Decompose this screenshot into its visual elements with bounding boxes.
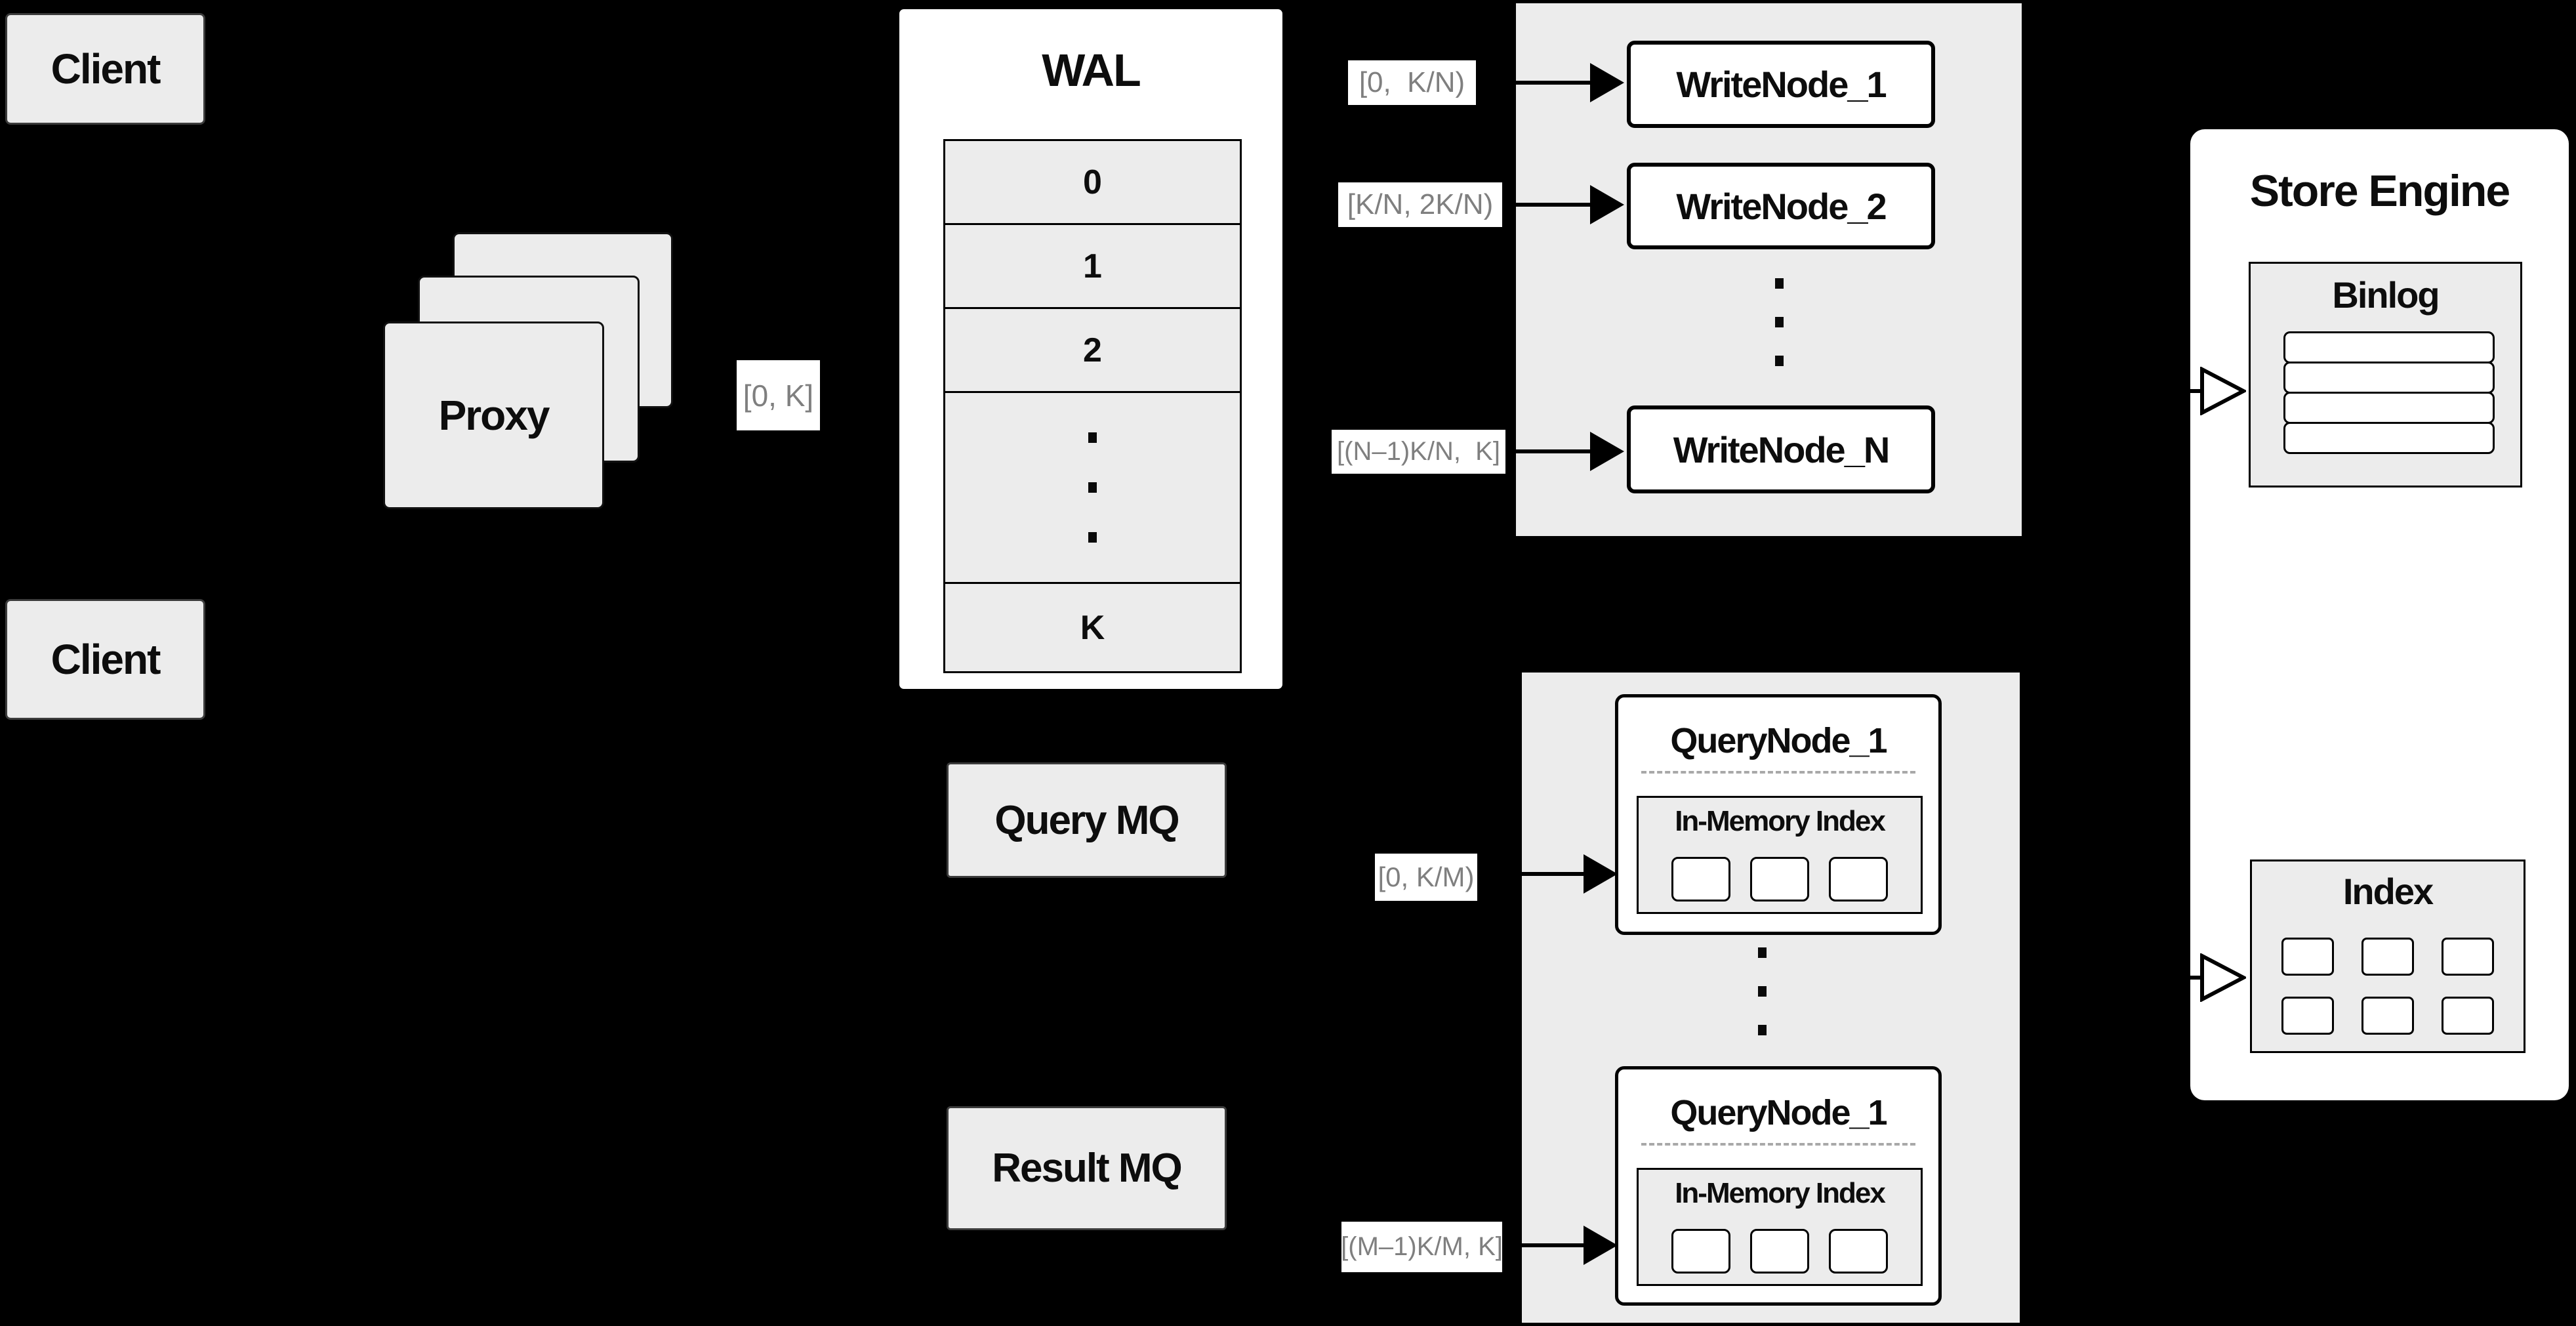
result-mq-label: Result MQ <box>992 1146 1183 1191</box>
open-arrowhead-right-icon <box>2200 367 2246 415</box>
arrow-right-icon <box>1584 1226 1618 1265</box>
query-node-title: QueryNode_1 <box>1670 721 1887 760</box>
open-arrowhead-right-icon <box>2200 953 2246 1002</box>
query-node-top-box: QueryNode_1 In-Memory Index <box>1615 694 1942 935</box>
arrow-shaft <box>1502 203 1591 207</box>
write-range-label-3: [(N–1)K/N, K] <box>1332 430 1505 474</box>
index-slot <box>1829 1229 1888 1274</box>
arrow-right-icon <box>1584 854 1618 894</box>
write-node-1-label: WriteNode_1 <box>1676 64 1887 105</box>
vertical-ellipsis-icon <box>1775 278 1784 366</box>
index-slot-row <box>1639 857 1921 901</box>
binlog-row <box>2283 362 2495 394</box>
index-title: Index <box>2342 870 2434 912</box>
binlog-title: Binlog <box>2332 274 2440 316</box>
arrow-shaft <box>1502 1243 1585 1247</box>
index-slot <box>1671 1229 1730 1274</box>
index-cell <box>2281 997 2334 1035</box>
wal-box: WAL 0 1 2 K <box>897 7 1284 691</box>
binlog-row <box>2283 422 2495 454</box>
wal-segment-row: 0 <box>943 139 1242 225</box>
in-memory-index-box: In-Memory Index <box>1637 1168 1923 1286</box>
query-node-bottom-box: QueryNode_1 In-Memory Index <box>1615 1066 1942 1306</box>
binlog-box: Binlog <box>2249 262 2522 487</box>
wal-segment-row: 1 <box>943 223 1242 309</box>
binlog-row <box>2283 392 2495 424</box>
query-range-label-1: [0, K/M) <box>1375 854 1477 901</box>
wal-segment-row: 2 <box>943 307 1242 393</box>
store-engine-title: Store Engine <box>2249 166 2510 216</box>
in-memory-index-label: In-Memory Index <box>1675 805 1886 837</box>
index-slot-row <box>1639 1229 1921 1274</box>
index-cell-row <box>2252 938 2524 976</box>
client-top-label: Client <box>51 45 161 93</box>
binlog-row <box>2283 331 2495 363</box>
proxy-label: Proxy <box>438 392 550 439</box>
index-cell <box>2442 997 2494 1035</box>
wal-ellipsis-cell <box>943 391 1242 584</box>
arrow-right-icon <box>1590 432 1624 471</box>
write-range-label-1: [0, K/N) <box>1348 60 1476 105</box>
dashed-divider <box>1641 1143 1915 1146</box>
arrow-shaft <box>2133 976 2205 980</box>
write-node-2-label: WriteNode_2 <box>1676 185 1887 227</box>
write-node-n-box: WriteNode_N <box>1627 405 1935 493</box>
arrow-shaft <box>1476 81 1591 85</box>
binlog-row-stack <box>2283 331 2495 454</box>
wal-segment-table: 0 1 2 K <box>943 139 1242 673</box>
query-node-title: QueryNode_1 <box>1670 1093 1887 1132</box>
arrow-shaft <box>2133 389 2205 393</box>
write-range-label-2: [K/N, 2K/N) <box>1338 182 1502 227</box>
index-slot <box>1671 857 1730 901</box>
query-mq-label: Query MQ <box>994 797 1179 843</box>
in-memory-index-label: In-Memory Index <box>1675 1177 1886 1209</box>
vertical-ellipsis-icon <box>1758 947 1767 1035</box>
index-slot <box>1829 857 1888 901</box>
dashed-divider <box>1641 771 1915 774</box>
proxy-card-front: Proxy <box>383 321 604 509</box>
client-bottom-label: Client <box>51 636 161 683</box>
arrow-right-icon <box>1590 63 1624 102</box>
index-cell <box>2361 997 2414 1035</box>
client-box-top: Client <box>5 13 205 125</box>
proxy-range-label: [0, K] <box>737 360 820 430</box>
client-box-bottom: Client <box>5 599 205 720</box>
arrow-right-icon <box>1590 185 1624 224</box>
write-node-n-label: WriteNode_N <box>1673 428 1891 470</box>
index-cell <box>2281 938 2334 976</box>
query-range-label-2: [(M–1)K/M, K] <box>1341 1222 1503 1272</box>
index-cell <box>2442 938 2494 976</box>
index-slot <box>1750 1229 1809 1274</box>
query-mq-box: Query MQ <box>947 762 1227 878</box>
arrow-shaft <box>1505 449 1591 453</box>
vertical-ellipsis-icon <box>1088 432 1097 543</box>
index-slot <box>1750 857 1809 901</box>
write-node-1-box: WriteNode_1 <box>1627 41 1935 128</box>
wal-segment-row-last: K <box>943 582 1242 673</box>
write-node-2-box: WriteNode_2 <box>1627 163 1935 249</box>
in-memory-index-box: In-Memory Index <box>1637 796 1923 914</box>
result-mq-box: Result MQ <box>947 1106 1227 1230</box>
wal-title: WAL <box>1042 45 1141 96</box>
index-cell-row <box>2252 997 2524 1035</box>
store-engine-box: Store Engine Binlog Index <box>2190 129 2569 1100</box>
arrow-shaft <box>1477 872 1585 876</box>
index-cell <box>2361 938 2414 976</box>
index-box: Index <box>2250 860 2525 1053</box>
